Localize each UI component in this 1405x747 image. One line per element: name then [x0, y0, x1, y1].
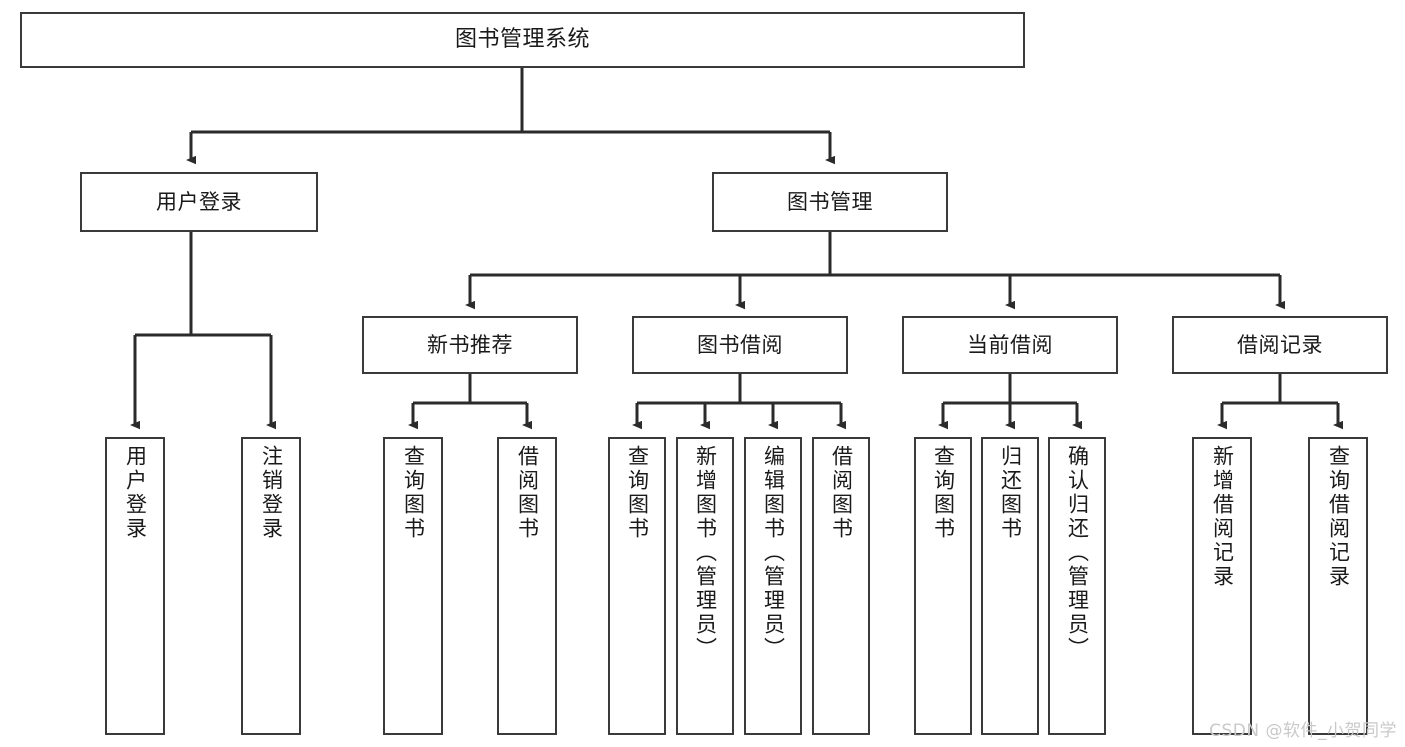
node-leaf-return-book[interactable]: 归还图书 [981, 437, 1039, 735]
node-new-book-recommend[interactable]: 新书推荐 [362, 316, 578, 374]
node-leaf-confirm-return-admin[interactable]: 确认归还（管理员） [1048, 437, 1106, 735]
node-root-book-management-system[interactable]: 图书管理系统 [20, 12, 1025, 68]
node-label: 新增图书（管理员） [693, 445, 718, 661]
node-label: 借阅图书 [829, 445, 854, 541]
node-label: 新书推荐 [427, 332, 513, 357]
node-label: 新增借阅记录 [1210, 445, 1235, 589]
node-borrow-record[interactable]: 借阅记录 [1172, 316, 1388, 374]
node-leaf-user-logout[interactable]: 注销登录 [241, 437, 301, 735]
node-label: 查询借阅记录 [1326, 445, 1351, 589]
node-leaf-add-borrow-record[interactable]: 新增借阅记录 [1192, 437, 1252, 735]
node-leaf-borrow-book[interactable]: 借阅图书 [812, 437, 870, 735]
node-leaf-user-login[interactable]: 用户登录 [105, 437, 165, 735]
node-leaf-query-book-current[interactable]: 查询图书 [914, 437, 972, 735]
node-book-borrow[interactable]: 图书借阅 [632, 316, 848, 374]
node-label: 借阅记录 [1237, 332, 1323, 357]
node-user-login[interactable]: 用户登录 [80, 172, 318, 232]
node-leaf-query-book-borrow[interactable]: 查询图书 [608, 437, 666, 735]
node-leaf-query-book-recommend[interactable]: 查询图书 [383, 437, 443, 735]
node-label: 编辑图书（管理员） [761, 445, 786, 661]
node-label: 查询图书 [931, 445, 956, 541]
node-label: 注销登录 [259, 445, 284, 541]
node-leaf-edit-book-admin[interactable]: 编辑图书（管理员） [744, 437, 802, 735]
node-label: 用户登录 [123, 445, 148, 541]
node-label: 图书管理系统 [454, 27, 590, 52]
watermark: CSDN @软件_小贺同学 [1209, 721, 1397, 741]
node-label: 图书借阅 [697, 332, 783, 357]
node-current-borrow[interactable]: 当前借阅 [902, 316, 1118, 374]
node-label: 用户登录 [156, 189, 242, 214]
node-book-management[interactable]: 图书管理 [712, 172, 948, 232]
node-label: 借阅图书 [515, 445, 540, 541]
node-label: 图书管理 [787, 189, 873, 214]
node-label: 确认归还（管理员） [1065, 445, 1090, 661]
node-leaf-borrow-book-recommend[interactable]: 借阅图书 [497, 437, 557, 735]
node-label: 查询图书 [401, 445, 426, 541]
node-label: 归还图书 [998, 445, 1023, 541]
node-label: 当前借阅 [967, 332, 1053, 357]
node-leaf-query-borrow-record[interactable]: 查询借阅记录 [1308, 437, 1368, 735]
node-leaf-add-book-admin[interactable]: 新增图书（管理员） [676, 437, 734, 735]
node-label: 查询图书 [625, 445, 650, 541]
